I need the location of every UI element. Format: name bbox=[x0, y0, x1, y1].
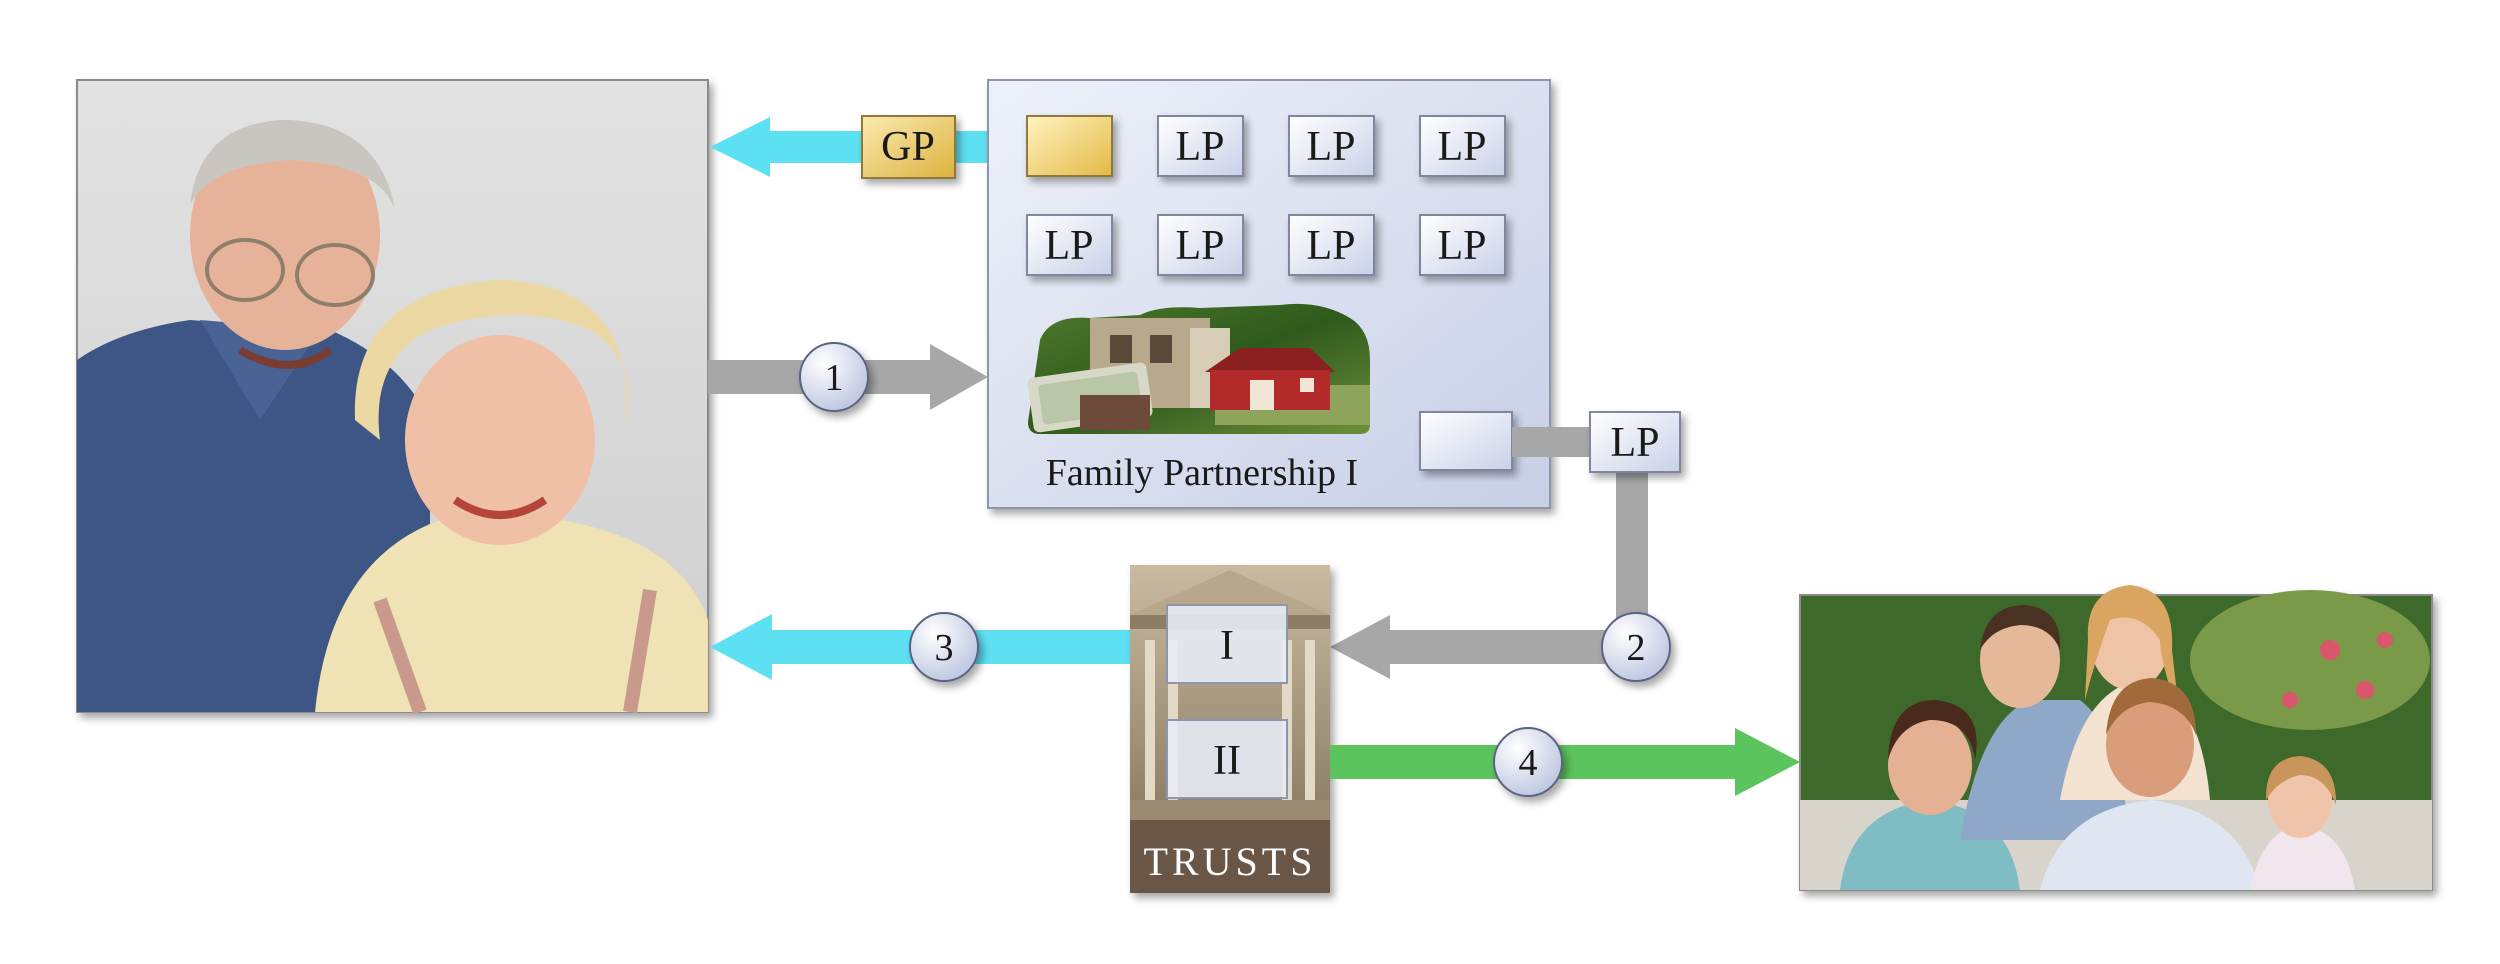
lp-box: LP bbox=[1419, 115, 1506, 177]
svg-text:LP: LP bbox=[1044, 223, 1093, 269]
svg-text:LP: LP bbox=[1175, 124, 1224, 170]
assets-image bbox=[1027, 303, 1370, 434]
gp-label: GP bbox=[881, 124, 935, 170]
external-lp-box: LP bbox=[1589, 411, 1681, 473]
svg-text:3: 3 bbox=[935, 627, 954, 669]
svg-text:LP: LP bbox=[1610, 420, 1659, 466]
partnership-label: Family Partnership I bbox=[1046, 452, 1358, 494]
step-1-marker: 1 bbox=[799, 342, 869, 412]
svg-text:2: 2 bbox=[1627, 627, 1646, 669]
trust-1-box: I bbox=[1166, 604, 1288, 684]
svg-text:II: II bbox=[1213, 738, 1241, 784]
svg-text:LP: LP bbox=[1306, 124, 1355, 170]
lp-box: LP bbox=[1026, 214, 1113, 276]
svg-text:1: 1 bbox=[825, 357, 844, 399]
trusts-label: TRUSTS bbox=[1144, 839, 1317, 884]
step-2-arrow bbox=[1330, 615, 1635, 679]
lp-box: LP bbox=[1419, 214, 1506, 276]
svg-text:LP: LP bbox=[1437, 124, 1486, 170]
family-photo bbox=[1799, 585, 2433, 891]
trust-2-box: II bbox=[1166, 719, 1288, 799]
grandparents-photo bbox=[76, 79, 709, 715]
lp-box: LP bbox=[1157, 214, 1244, 276]
lp-box: LP bbox=[1288, 115, 1375, 177]
external-lp-slot bbox=[1419, 411, 1513, 471]
svg-text:LP: LP bbox=[1437, 223, 1486, 269]
svg-text:LP: LP bbox=[1175, 223, 1224, 269]
lp-box: LP bbox=[1288, 214, 1375, 276]
svg-text:I: I bbox=[1220, 623, 1234, 669]
step-4-marker: 4 bbox=[1493, 727, 1563, 797]
gp-interest-box bbox=[1026, 115, 1113, 177]
step-3-marker: 3 bbox=[909, 612, 979, 682]
lp-box: LP bbox=[1157, 115, 1244, 177]
svg-text:LP: LP bbox=[1306, 223, 1355, 269]
svg-text:4: 4 bbox=[1519, 742, 1538, 784]
gp-box: GP bbox=[861, 115, 956, 179]
step-2-marker: 2 bbox=[1601, 612, 1671, 682]
step-4-arrow bbox=[1330, 728, 1800, 796]
